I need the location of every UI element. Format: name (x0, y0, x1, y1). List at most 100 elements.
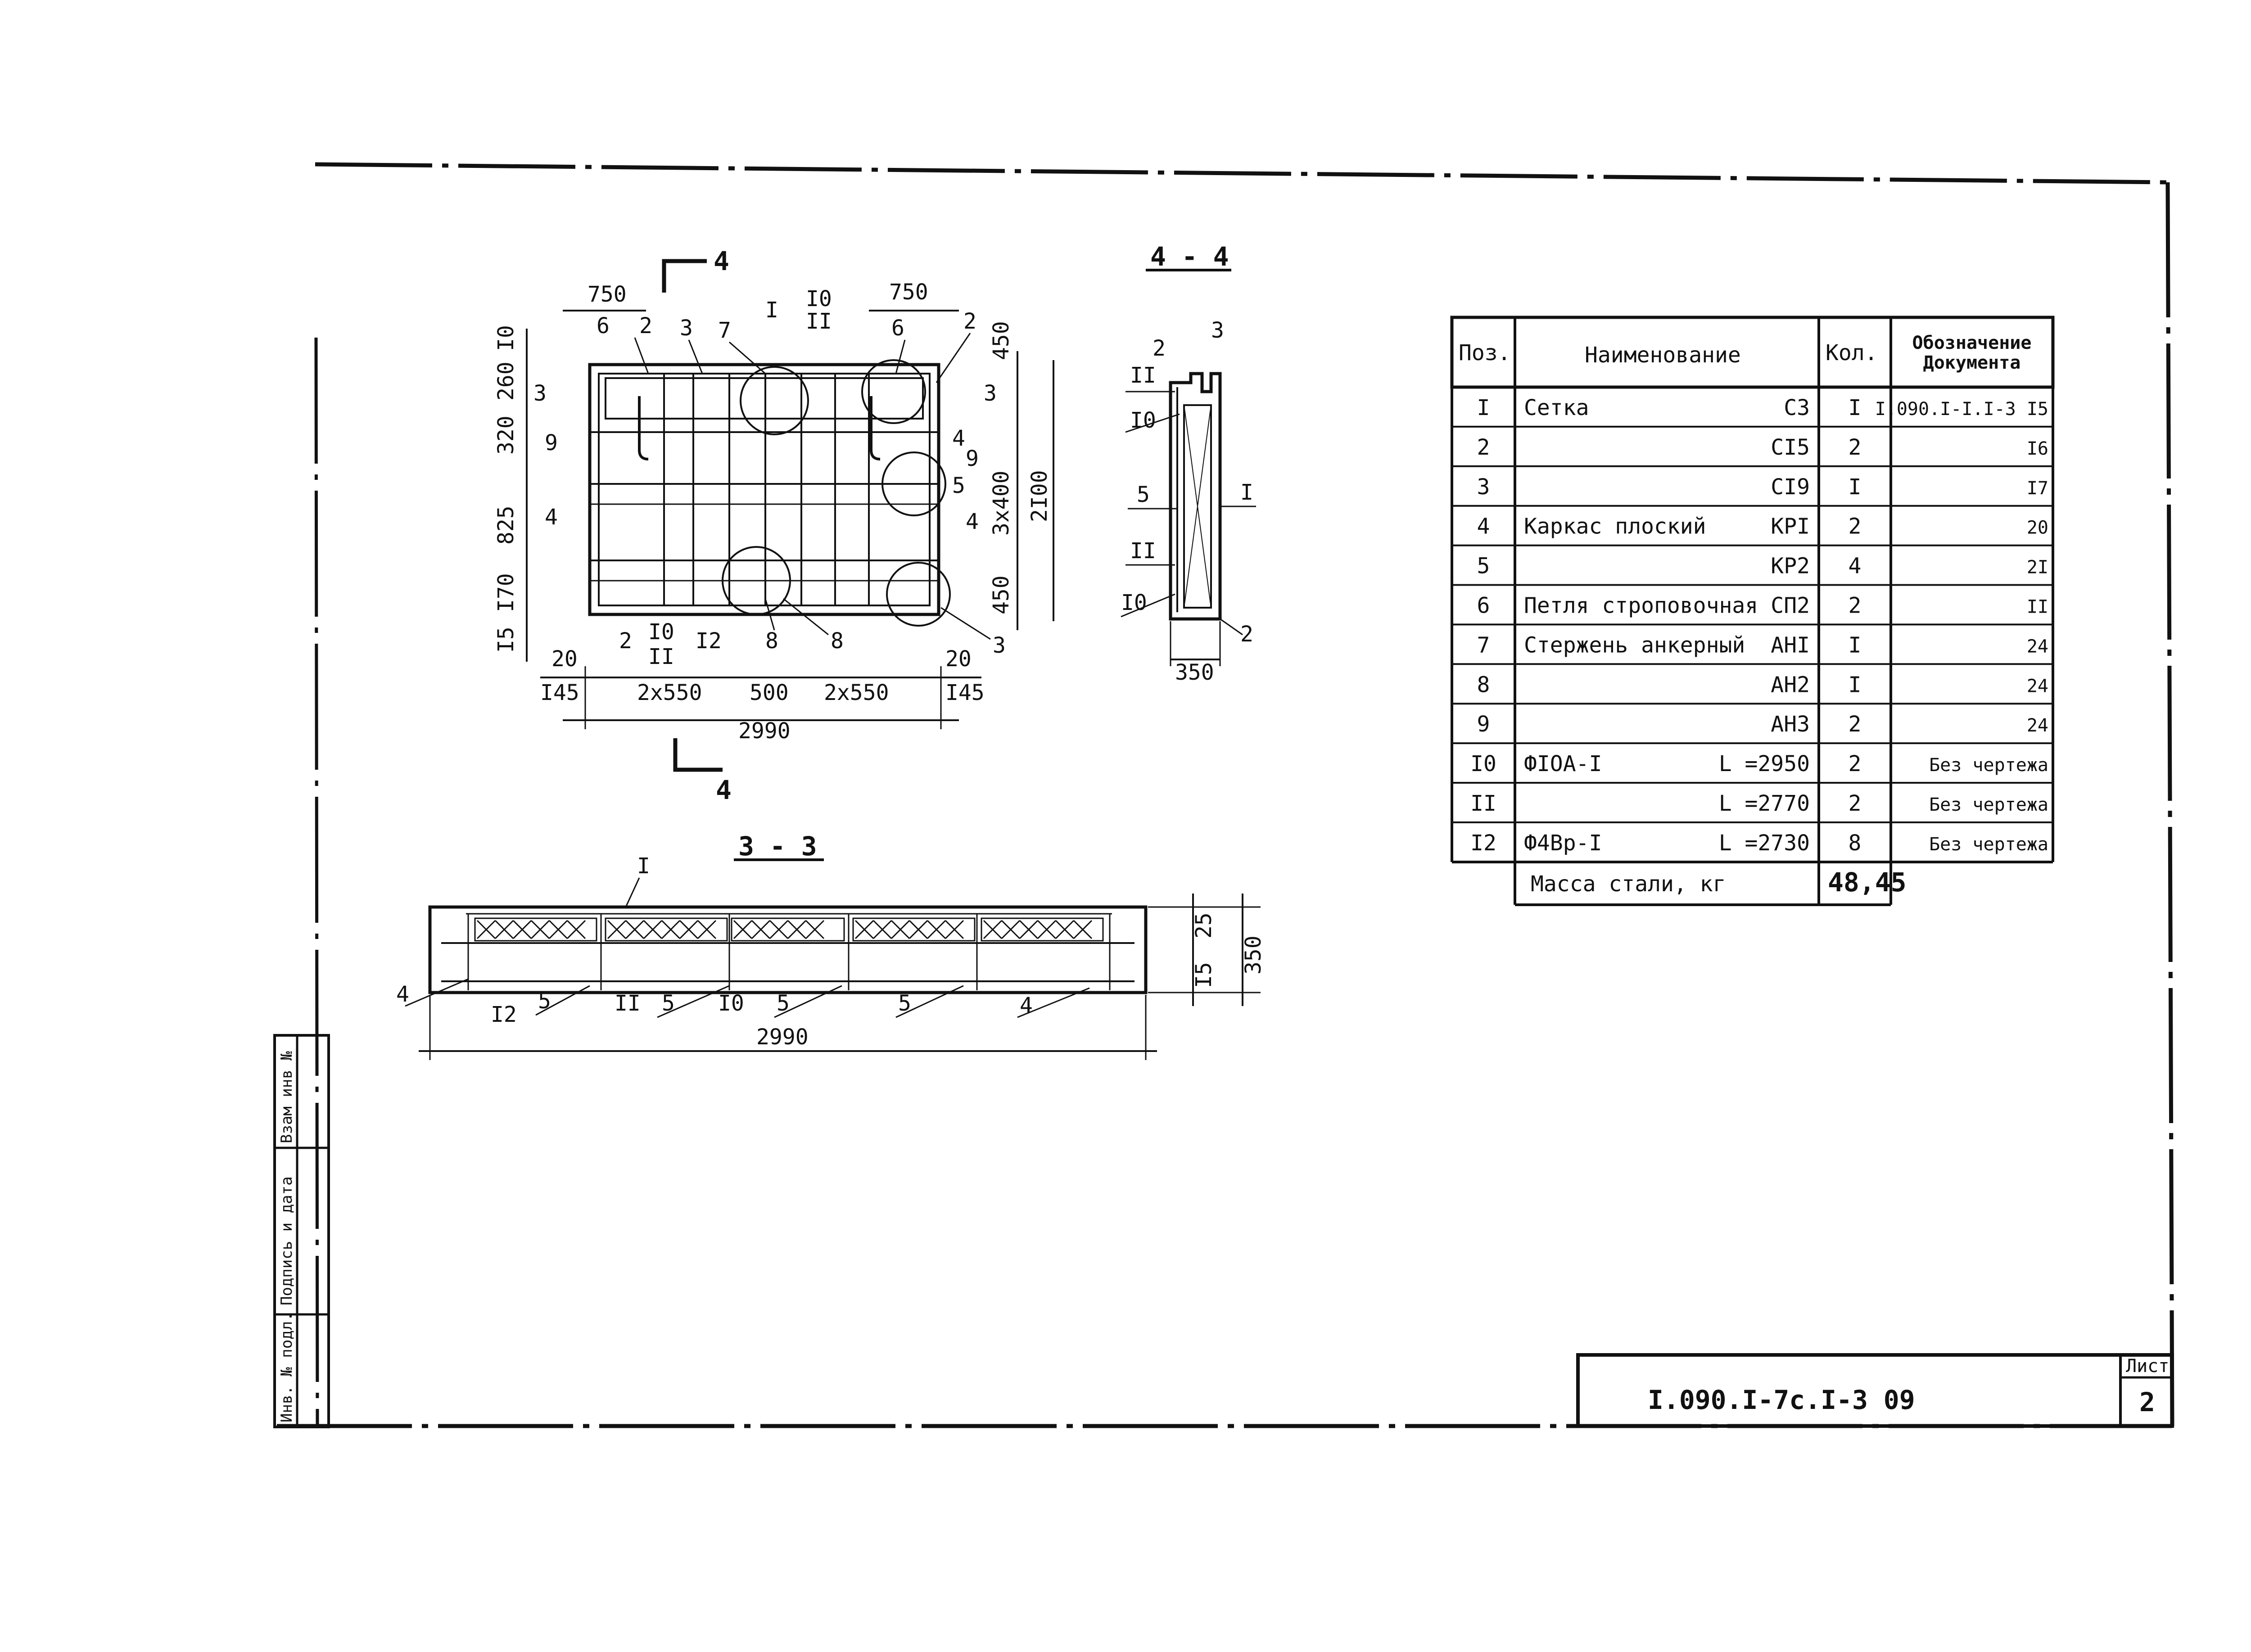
doc-code: I.090.I-7c.I-3 09 (1648, 1385, 1915, 1415)
table-cell-mark: L =2770 (1719, 791, 1810, 816)
plan-label-3-right: 3 (984, 381, 997, 406)
plan-label-4-right: 4 (952, 426, 965, 451)
section-4-4-title: 4 - 4 (1150, 241, 1229, 272)
s33-dim-25: 25 (1191, 912, 1216, 939)
plan-label-11-bottom: II (648, 644, 674, 669)
plan-top-dim-left: 750 (588, 282, 627, 307)
plan-dim-right-2100: 2I00 (1027, 470, 1052, 522)
s33-label-12: I2 (491, 1002, 517, 1027)
sheet-frame (277, 162, 2174, 1428)
table-cell-mark: АН3 (1771, 712, 1810, 737)
s33-dim-2990: 2990 (756, 1025, 809, 1050)
table-cell-qty: I (1849, 474, 1862, 500)
table-cell-doc: 2I (2027, 557, 2048, 578)
table-cell-pos: I0 (1470, 751, 1496, 776)
table-cell-name: Сетка (1524, 395, 1589, 420)
table-cell-qty: 2 (1849, 593, 1862, 618)
plan-label-4-right2: 4 (966, 509, 979, 534)
plan-label-3-top: 3 (680, 316, 693, 341)
table-cell-pos: 2 (1477, 435, 1490, 460)
s44-label-11-top: II (1130, 363, 1156, 388)
section-4-4-dim: 350 (1175, 660, 1214, 685)
plan-label-8-a: 8 (765, 628, 778, 654)
table-cell-mark: КР2 (1771, 554, 1810, 579)
table-cell-mark: СI9 (1771, 474, 1810, 500)
table-cell-doc: I.090.I-I.I-3 I5 (1875, 399, 2048, 420)
s44-label-2-top: 2 (1153, 336, 1166, 361)
table-cell-pos: 8 (1477, 672, 1490, 697)
table-cell-mark: L =2950 (1719, 751, 1810, 776)
table-cell-doc: 24 (2027, 676, 2048, 696)
col-header-doc: Обозначение Документа (1912, 333, 2032, 373)
table-cell-qty: 2 (1849, 712, 1862, 737)
table-cell-mark: СI5 (1771, 435, 1810, 460)
plan-view: 4 4 750 750 I45 2x550 500 2x550 I45 2990… (493, 246, 1054, 805)
plan-dim-left-170: I70 (493, 573, 519, 612)
plan-dim-20-right: 20 (945, 646, 972, 672)
s33-dim-15: I5 (1191, 962, 1216, 988)
plan-label-4-left: 4 (545, 505, 558, 530)
table-cell-pos: I (1477, 395, 1490, 420)
col-header-pos: Поз. (1459, 340, 1511, 366)
s33-label-11: II (615, 991, 641, 1016)
table-cell-qty: 8 (1849, 831, 1862, 856)
table-cell-pos: II (1470, 791, 1496, 816)
table-cell-mark: С3 (1784, 395, 1810, 420)
plan-label-10-bottom: I0 (648, 619, 674, 645)
spec-table: Поз. Наименование Кол. Обозначение Докум… (1450, 316, 2055, 906)
s33-label-1: I (637, 853, 650, 879)
plan-label-5-right: 5 (952, 473, 965, 498)
table-cell-qty: 2 (1849, 791, 1862, 816)
table-cell-doc: Без чертежа (1929, 834, 2048, 855)
s33-label-5-c: 5 (777, 991, 790, 1016)
plan-dim-total-2990: 2990 (738, 718, 791, 744)
plan-dim-right-3x400: 3x400 (989, 471, 1014, 536)
plan-label-11-top: II (806, 309, 832, 334)
s44-label-11-bot: II (1130, 538, 1156, 564)
col-header-qty: Кол. (1826, 340, 1878, 366)
plan-label-1: I (765, 298, 778, 323)
table-cell-qty: I (1849, 672, 1862, 697)
plan-label-2-bottom: 2 (619, 628, 632, 654)
plan-dim-left-15: I5 (493, 627, 519, 653)
table-cell-qty: 2 (1849, 435, 1862, 460)
plan-label-3-left: 3 (533, 381, 547, 406)
table-cell-name: Петля строповочная (1524, 593, 1758, 618)
plan-label-9-left: 9 (545, 430, 558, 456)
section-mark-top: 4 (714, 246, 729, 276)
section-3-3: 3 - 3 2990 (396, 831, 1266, 1060)
plan-dim-left-10: I0 (493, 325, 519, 351)
table-cell-pos: 3 (1477, 474, 1490, 500)
plan-label-10-top: I0 (806, 286, 832, 311)
s44-label-5: 5 (1137, 482, 1150, 507)
s44-label-1: I (1240, 480, 1253, 505)
mass-label: Масса стали, кг (1531, 871, 1726, 897)
s44-label-3: 3 (1211, 318, 1224, 343)
plan-dim-left-145: I45 (540, 680, 579, 705)
section-4-4: 4 - 4 350 3 2 II I0 5 II I0 I 2 (1121, 241, 1256, 685)
section-3-3-title: 3 - 3 (738, 831, 817, 862)
table-cell-pos: 4 (1477, 514, 1490, 539)
side-stamp: Взам инв № Подпись и дата Инв. № подл. (273, 1034, 330, 1428)
s33-label-5-d: 5 (898, 991, 911, 1016)
s33-label-5-a: 5 (538, 988, 551, 1014)
table-cell-doc: I7 (2027, 478, 2048, 499)
section-mark-bottom: 4 (716, 775, 732, 805)
table-cell-doc: II (2027, 597, 2048, 618)
table-cell-doc: 20 (2027, 518, 2048, 538)
plan-label-3-bottom: 3 (993, 633, 1006, 658)
plan-dim-2x550-left: 2x550 (637, 680, 702, 705)
table-cell-doc: Без чертежа (1929, 755, 2048, 776)
table-cell-name: Ф4Вр-I (1524, 831, 1602, 856)
plan-dim-right-450-top: 450 (989, 321, 1014, 360)
table-cell-mark: КРI (1771, 514, 1810, 539)
plan-dim-left-260: 260 (493, 361, 519, 401)
plan-label-7: 7 (718, 318, 731, 343)
table-cell-doc: I6 (2027, 438, 2048, 459)
table-cell-qty: I (1849, 632, 1862, 658)
table-cell-mark: L =2730 (1719, 831, 1810, 856)
table-cell-name: ФIОА-I (1524, 751, 1602, 776)
table-cell-qty: I (1849, 395, 1862, 420)
sign-label: Подпись и дата (278, 1176, 296, 1305)
